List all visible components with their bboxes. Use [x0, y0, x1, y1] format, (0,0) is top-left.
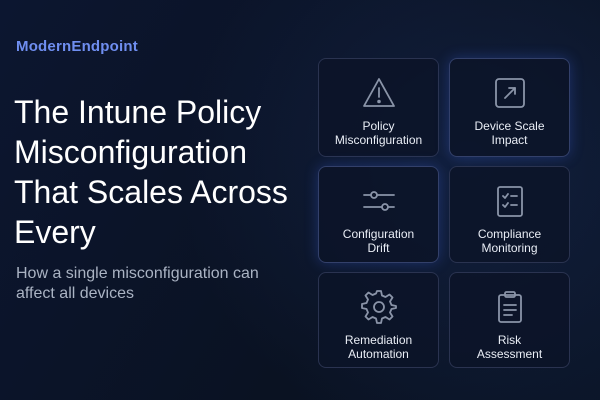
card-risk-assessment: Risk Assessment: [449, 272, 570, 368]
clipboard-icon: [492, 289, 528, 325]
card-configuration-drift: Configuration Drift: [318, 166, 439, 263]
warning-triangle-icon: [361, 75, 397, 111]
gear-icon: [360, 289, 397, 325]
card-label: Risk Assessment: [476, 333, 543, 361]
card-label: Remediation Automation: [344, 333, 413, 361]
card-label: Compliance Monitoring: [477, 227, 542, 255]
card-label: Policy Misconfiguration: [334, 119, 423, 147]
card-remediation-automation: Remediation Automation: [318, 272, 439, 368]
sliders-icon: [361, 183, 397, 219]
expand-arrow-icon: [492, 75, 528, 111]
brand-logo-text: ModernEndpoint: [16, 38, 138, 55]
checklist-clipboard-icon: [492, 183, 528, 219]
card-label: Device Scale Impact: [474, 119, 545, 147]
card-compliance-monitoring: Compliance Monitoring: [449, 166, 570, 263]
card-device-scale-impact: Device Scale Impact: [449, 58, 570, 157]
page-subtitle: How a single misconfiguration can affect…: [16, 265, 259, 302]
feature-card-grid: Policy Misconfiguration Device Scale Imp…: [318, 58, 570, 368]
card-policy-misconfiguration: Policy Misconfiguration: [318, 58, 439, 157]
card-label: Configuration Drift: [342, 227, 415, 255]
page-title: The Intune Policy Misconfiguration That …: [14, 94, 288, 250]
